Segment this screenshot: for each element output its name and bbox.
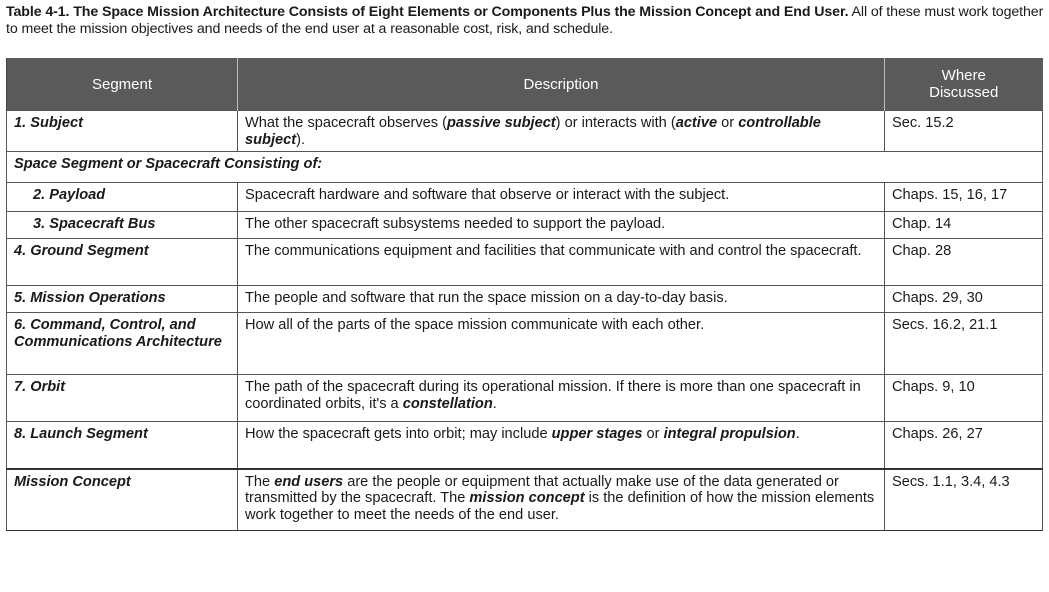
- description-text: The path of the spacecraft during its op…: [245, 379, 861, 412]
- description-text: is the definition of how the mission ele…: [245, 490, 875, 523]
- segment-cell: 4. Ground Segment: [6, 238, 238, 286]
- description-cell: The people and software that run the spa…: [237, 285, 885, 313]
- architecture-table: Segment Description Where Discussed 1. S…: [6, 58, 1043, 531]
- emphasized-term: mission concept: [469, 490, 585, 506]
- segment-cell: 3. Spacecraft Bus: [6, 211, 238, 239]
- description-text: are the people or equipment that actuall…: [245, 473, 839, 507]
- table-row: 6. Command, Control, and Communications …: [6, 312, 1043, 375]
- description-text: or: [642, 426, 664, 442]
- description-text: ) or interacts with (: [555, 115, 676, 131]
- description-cell: Spacecraft hardware and software that ob…: [237, 182, 885, 212]
- where-discussed-cell: Chaps. 29, 30: [884, 285, 1043, 313]
- table-row: 4. Ground Segment The communications equi…: [6, 238, 1043, 286]
- description-text: How the spacecraft gets into orbit; may …: [245, 426, 552, 442]
- description-text: The other spacecraft subsystems needed t…: [245, 216, 666, 232]
- header-where-discussed: Where Discussed: [884, 58, 1043, 111]
- where-discussed-cell: Chap. 14: [884, 211, 1043, 239]
- segment-cell: 7. Orbit: [6, 374, 238, 422]
- description-text: or: [717, 115, 739, 131]
- table-row: 2. Payload Spacecraft hardware and softwa…: [6, 182, 1043, 212]
- description-cell: How the spacecraft gets into orbit; may …: [237, 421, 885, 469]
- table-caption: Table 4-1. The Space Mission Architectur…: [6, 4, 1046, 38]
- segment-cell: 8. Launch Segment: [6, 421, 238, 469]
- where-discussed-cell: Chap. 28: [884, 238, 1043, 286]
- section-heading: Space Segment or Spacecraft Consisting o…: [6, 151, 1043, 183]
- caption-text: All of these must work together to meet …: [6, 4, 1044, 37]
- emphasized-term: controllable subject: [245, 115, 821, 148]
- description-text: What the spacecraft observes (: [245, 115, 447, 131]
- segment-cell: Mission Concept: [6, 467, 238, 531]
- description-cell: The path of the spacecraft during its op…: [237, 374, 885, 422]
- table-row: 3. Spacecraft Bus The other spacecraft su…: [6, 211, 1043, 239]
- header-row: Segment Description Where Discussed: [6, 58, 1043, 111]
- header-segment: Segment: [6, 58, 238, 111]
- description-text: The communications equipment and facilit…: [245, 243, 862, 259]
- description-text: The people and software that run the spa…: [245, 290, 728, 306]
- where-discussed-cell: Chaps. 26, 27: [884, 421, 1043, 469]
- description-cell: The communications equipment and facilit…: [237, 238, 885, 286]
- where-discussed-cell: Secs. 1.1, 3.4, 4.3: [884, 467, 1043, 531]
- segment-cell: 5. Mission Operations: [6, 285, 238, 313]
- emphasized-term: end users: [274, 473, 344, 490]
- emphasized-term: active: [675, 115, 718, 131]
- table-row: Space Segment or Spacecraft Consisting o…: [6, 151, 1043, 183]
- segment-cell: 2. Payload: [6, 182, 238, 212]
- description-cell: What the spacecraft observes (passive su…: [237, 110, 885, 152]
- emphasized-term: integral propulsion: [663, 426, 796, 442]
- description-text: The: [245, 473, 275, 490]
- where-discussed-cell: Secs. 16.2, 21.1: [884, 312, 1043, 375]
- header-where-label: Where Discussed: [929, 67, 999, 101]
- description-text: .: [492, 395, 497, 412]
- description-text: How all of the parts of the space missio…: [245, 317, 705, 333]
- emphasized-term: constellation: [402, 395, 493, 412]
- description-text: .: [795, 426, 800, 442]
- segment-cell: 6. Command, Control, and Communications …: [6, 312, 238, 375]
- segment-cell: 1. Subject: [6, 110, 238, 152]
- emphasized-term: passive subject: [446, 115, 556, 131]
- description-cell: The other spacecraft subsystems needed t…: [237, 211, 885, 239]
- caption-title: Table 4-1. The Space Mission Architectur…: [6, 4, 849, 20]
- where-discussed-cell: Chaps. 9, 10: [884, 374, 1043, 422]
- table-row: 5. Mission Operations The people and soft…: [6, 285, 1043, 313]
- description-cell: The end users are the people or equipmen…: [237, 467, 885, 531]
- header-description: Description: [237, 58, 885, 111]
- description-text: ).: [296, 131, 306, 148]
- description-text: Spacecraft hardware and software that ob…: [245, 187, 730, 203]
- where-discussed-cell: Chaps. 15, 16, 17: [884, 182, 1043, 212]
- emphasized-term: upper stages: [551, 426, 643, 442]
- table-row: 8. Launch Segment How the spacecraft gets…: [6, 421, 1043, 469]
- description-cell: How all of the parts of the space missio…: [237, 312, 885, 375]
- where-discussed-cell: Sec. 15.2: [884, 110, 1043, 152]
